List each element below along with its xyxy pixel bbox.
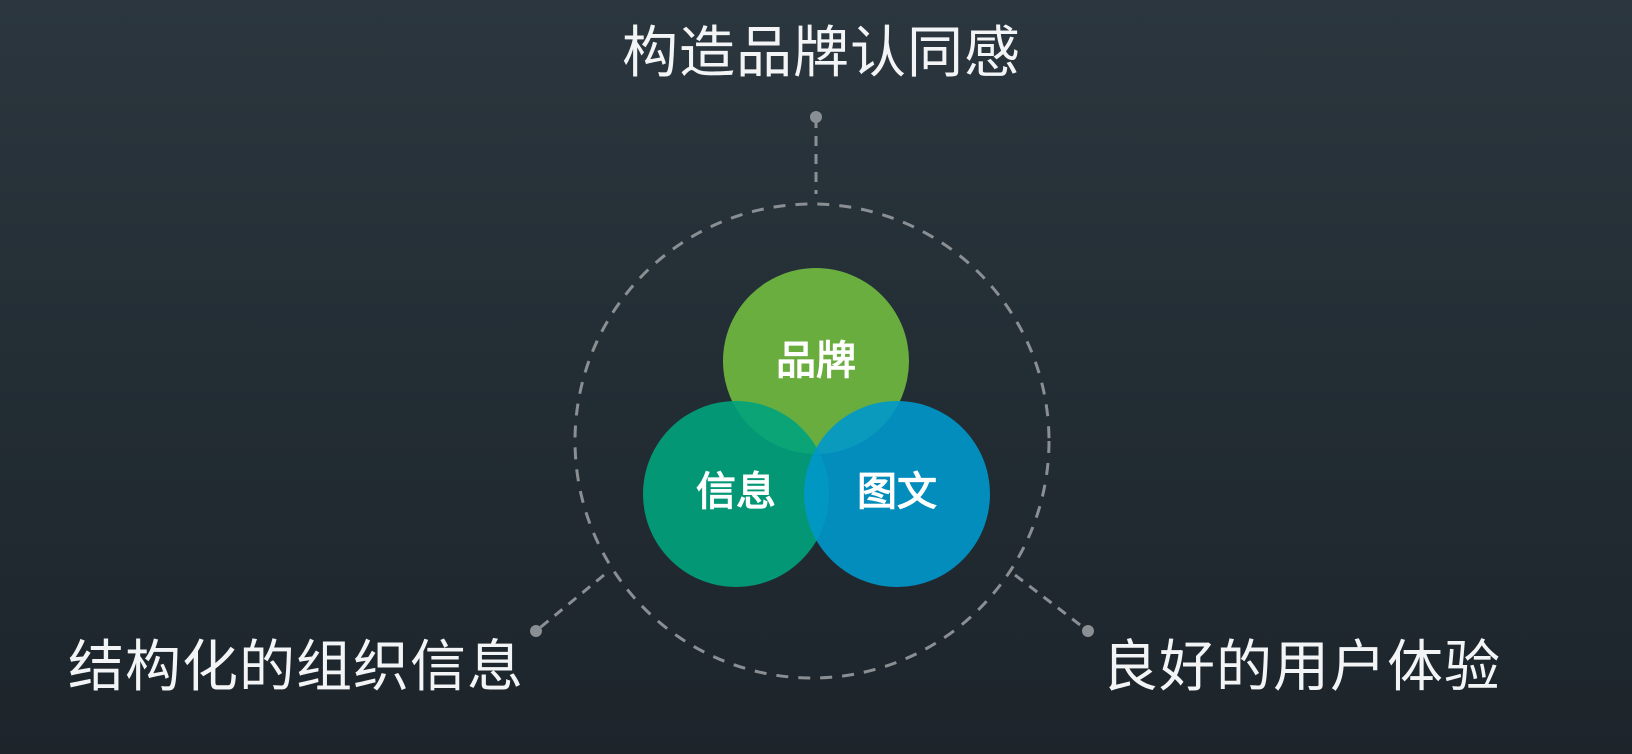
connector-right	[1014, 573, 1089, 633]
caption-top: 构造品牌认同感	[622, 21, 1021, 86]
connector-dot-right	[1082, 625, 1094, 637]
label-info: 信息	[696, 469, 776, 515]
outer-dashed-ring	[573, 202, 1051, 680]
caption-left: 结构化的组织信息	[68, 635, 524, 700]
connector-dot-left	[530, 625, 542, 637]
label-brand: 品牌	[776, 338, 856, 384]
circle-info	[643, 401, 829, 587]
connector-left	[535, 573, 605, 633]
connector-dot-top	[810, 111, 822, 123]
label-graphic: 图文	[857, 469, 937, 515]
circle-graphic	[804, 401, 990, 587]
caption-right: 良好的用户体验	[1102, 635, 1501, 700]
